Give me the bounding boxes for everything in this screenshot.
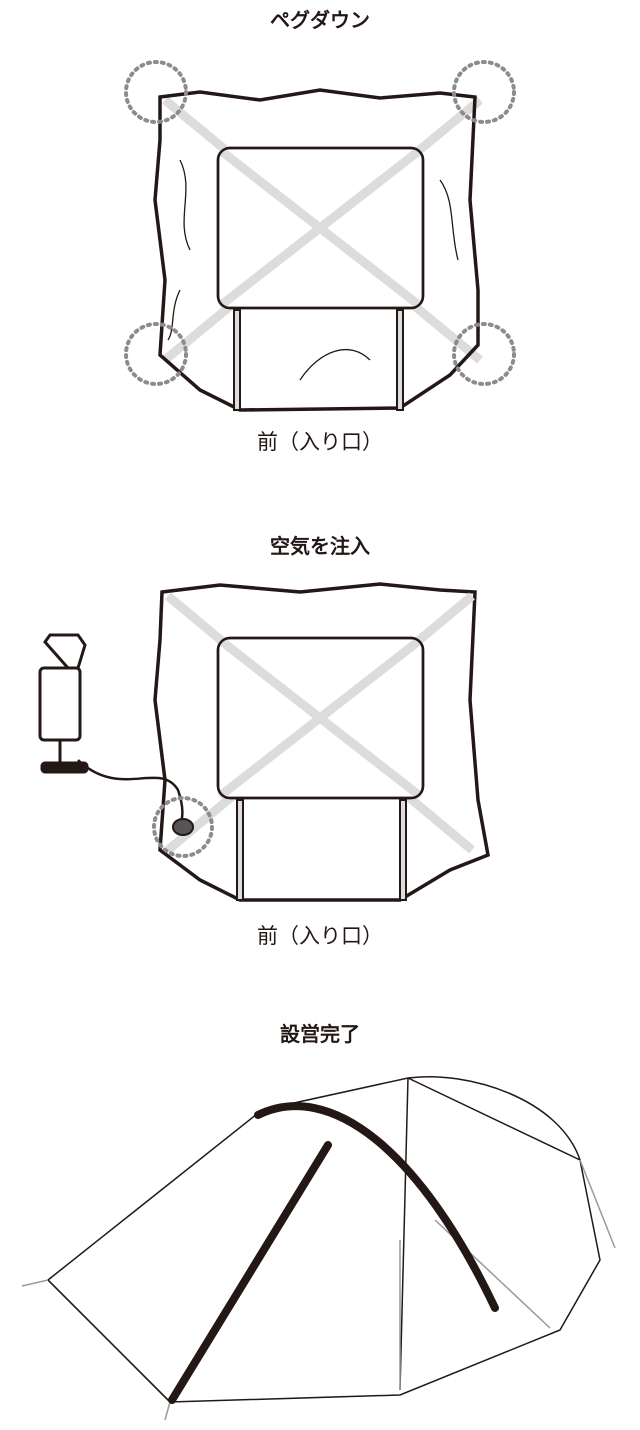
completed-tent-illustration: [21, 1076, 616, 1421]
step-title-inflate: 空気を注入: [270, 534, 370, 558]
front-entrance-label-1: 前（入り口）: [257, 430, 383, 454]
peg-down-illustration: [124, 60, 516, 412]
air-pump-icon: [38, 633, 184, 827]
inflate-illustration: [38, 582, 490, 902]
step-title-complete: 設営完了: [280, 1022, 360, 1046]
step-title-peg-down: ペグダウン: [270, 8, 370, 32]
front-entrance-label-2: 前（入り口）: [257, 924, 383, 948]
